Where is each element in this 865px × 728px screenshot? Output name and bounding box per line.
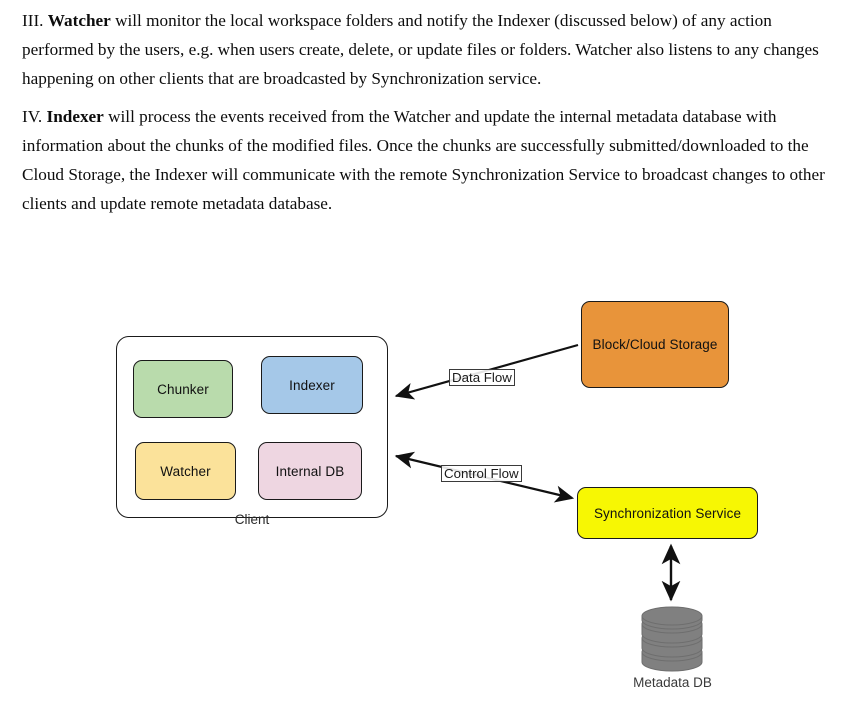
edge-label-control-flow: Control Flow [441,465,522,482]
node-synchronization-service-label: Synchronization Service [593,505,742,521]
client-label: Client [234,512,270,527]
node-indexer[interactable]: Indexer [261,356,363,414]
paragraph-text: will monitor the local workspace folders… [22,11,819,88]
node-metadata-db[interactable] [640,606,704,672]
node-block-cloud-storage-label: Block/Cloud Storage [592,337,718,352]
node-watcher-label: Watcher [160,463,211,479]
paragraph-text: will process the events received from th… [22,107,825,213]
node-internal-db[interactable]: Internal DB [258,442,362,500]
node-chunker-label: Chunker [157,381,209,397]
architecture-diagram: Client Chunker Indexer Watcher Internal … [0,240,865,728]
node-indexer-label: Indexer [289,377,335,393]
node-metadata-db-label: Metadata DB [633,675,712,690]
paragraph-marker: III. [22,11,44,30]
node-synchronization-service[interactable]: Synchronization Service [577,487,758,539]
paragraph-term: Indexer [46,107,104,126]
node-internal-db-label: Internal DB [275,463,345,479]
node-watcher[interactable]: Watcher [135,442,236,500]
edge-label-data-flow: Data Flow [449,369,515,386]
paragraph-term: Watcher [47,11,111,30]
node-block-cloud-storage[interactable]: Block/Cloud Storage [581,301,729,388]
database-cylinder-icon [641,606,703,672]
node-chunker[interactable]: Chunker [133,360,233,418]
paragraph-indexer: IV. Indexer will process the events rece… [22,102,846,218]
document-body: III. Watcher will monitor the local work… [22,6,846,227]
paragraph-marker: IV. [22,107,43,126]
paragraph-watcher: III. Watcher will monitor the local work… [22,6,846,93]
